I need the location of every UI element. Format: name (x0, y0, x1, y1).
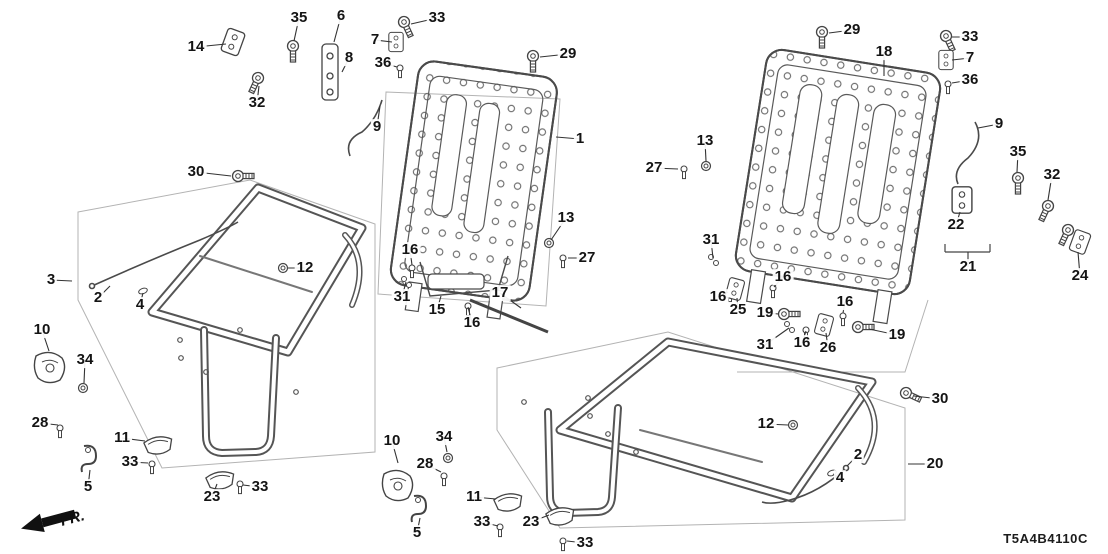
fr-label: FR. (59, 507, 87, 530)
part-callout-28: 28 (414, 455, 436, 473)
part-callout-22: 22 (945, 216, 967, 234)
part-callout-16: 16 (772, 268, 794, 286)
part-callout-27: 27 (643, 159, 665, 177)
part-callout-32: 32 (1041, 166, 1063, 184)
seat-back-frame-left (389, 60, 558, 320)
diagram-code: T5A4B4110C (1003, 531, 1088, 546)
part-callout-23: 23 (201, 488, 223, 506)
part-callout-35: 35 (288, 9, 310, 27)
part-callout-32: 32 (246, 94, 268, 112)
part-callout-17: 17 (489, 284, 511, 302)
fr-direction-arrow: FR. (21, 507, 87, 533)
release-cables (88, 99, 980, 504)
part-callout-14: 14 (185, 38, 207, 56)
part-callout-16: 16 (461, 314, 483, 332)
part-callout-31: 31 (700, 231, 722, 249)
part-callout-33: 33 (471, 513, 493, 531)
part-callout-33: 33 (426, 9, 448, 27)
part-callout-25: 25 (727, 301, 749, 319)
part-callout-23: 23 (520, 513, 542, 531)
part-callout-15: 15 (426, 301, 448, 319)
part-callout-11: 11 (464, 488, 484, 506)
part-callout-16: 16 (834, 293, 856, 311)
part-callout-5: 5 (81, 478, 95, 496)
part-callout-20: 20 (924, 455, 946, 473)
part-callout-34: 34 (433, 428, 455, 446)
part-callout-29: 29 (841, 21, 863, 39)
part-callout-33: 33 (574, 534, 596, 552)
bracket-parts (219, 26, 1092, 338)
part-callout-31: 31 (754, 336, 776, 354)
part-callout-19: 19 (886, 326, 908, 344)
part-callout-36: 36 (959, 71, 981, 89)
part-callout-12: 12 (755, 415, 777, 433)
part-callout-16: 16 (791, 334, 813, 352)
part-callout-33: 33 (959, 28, 981, 46)
part-callout-4: 4 (133, 296, 147, 314)
part-callout-9: 9 (370, 118, 384, 136)
part-callout-11: 11 (112, 429, 132, 447)
part-callout-34: 34 (74, 351, 96, 369)
part-callout-21: 21 (957, 258, 979, 276)
part-callout-30: 30 (185, 163, 207, 181)
part-callout-5: 5 (410, 524, 424, 542)
part-callout-33: 33 (249, 478, 271, 496)
part-callout-13: 13 (555, 209, 577, 227)
part-callout-10: 10 (381, 432, 403, 450)
part-callout-10: 10 (31, 321, 53, 339)
part-callout-2: 2 (851, 446, 865, 464)
seat-back-frame-right (734, 48, 942, 325)
part-callout-12: 12 (294, 259, 316, 277)
part-callout-7: 7 (963, 49, 977, 67)
part-callout-33: 33 (119, 453, 141, 471)
part-callout-29: 29 (557, 45, 579, 63)
part-callout-4: 4 (833, 469, 847, 487)
part-callout-35: 35 (1007, 143, 1029, 161)
part-callout-8: 8 (342, 49, 356, 67)
part-callout-16: 16 (399, 241, 421, 259)
part-callout-18: 18 (873, 43, 895, 61)
part-callout-24: 24 (1069, 267, 1091, 285)
part-callout-27: 27 (576, 249, 598, 267)
part-callout-9: 9 (992, 115, 1006, 133)
seat-cushion-frame-right (521, 337, 878, 517)
part-callout-3: 3 (44, 271, 58, 289)
part-callout-16: 16 (707, 288, 729, 306)
part-callout-30: 30 (929, 390, 951, 408)
part-callout-7: 7 (368, 31, 382, 49)
part-callout-28: 28 (29, 414, 51, 432)
part-callout-36: 36 (372, 54, 394, 72)
part-callout-2: 2 (91, 289, 105, 307)
part-callout-19: 19 (754, 304, 776, 322)
part-callout-6: 6 (334, 7, 348, 25)
part-callout-31: 31 (391, 288, 413, 306)
part-callout-26: 26 (817, 339, 839, 357)
part-callout-13: 13 (694, 132, 716, 150)
part-callout-1: 1 (573, 130, 587, 148)
